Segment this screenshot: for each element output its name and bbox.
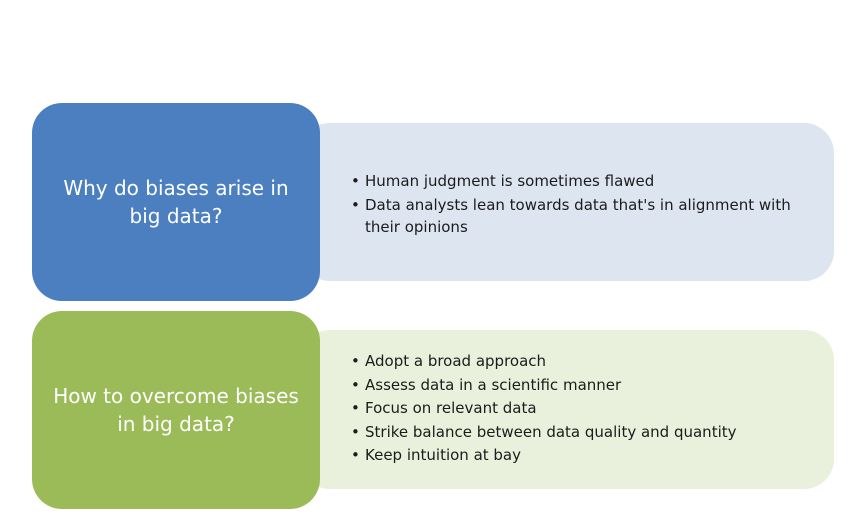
why-bullet-1: Human judgment is sometimes flawed	[351, 170, 821, 192]
how-bullet-list: Adopt a broad approach Assess data in a …	[351, 350, 821, 468]
how-bullet-5: Keep intuition at bay	[351, 444, 821, 466]
how-bullet-1: Adopt a broad approach	[351, 350, 821, 372]
how-title-box: How to overcome biases in big data?	[32, 311, 320, 509]
why-title: Why do biases arise in big data?	[63, 176, 289, 228]
why-bullet-list: Human judgment is sometimes flawed Data …	[351, 170, 821, 239]
how-bullet-3: Focus on relevant data	[351, 397, 821, 419]
why-title-box: Why do biases arise in big data?	[32, 103, 320, 301]
how-title: How to overcome biases in big data?	[53, 384, 299, 436]
how-bullet-4: Strike balance between data quality and …	[351, 421, 821, 443]
how-bullet-2: Assess data in a scientific manner	[351, 374, 821, 396]
why-bullet-2: Data analysts lean towards data that's i…	[351, 194, 821, 238]
